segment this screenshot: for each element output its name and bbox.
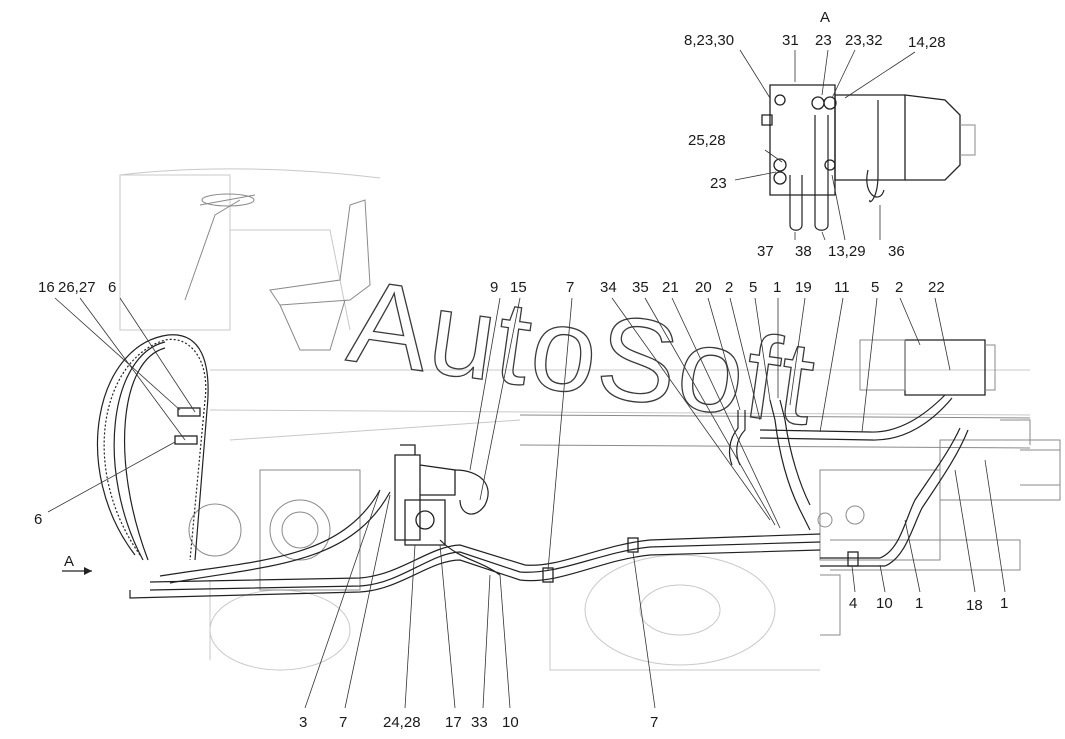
callout-inset: 23 xyxy=(710,175,727,192)
callout-right: 10 xyxy=(876,595,893,612)
callout-top: 1 xyxy=(773,279,781,296)
callout-bottom: 24,28 xyxy=(383,714,421,731)
view-arrow-a: A xyxy=(62,553,92,575)
callout-top: 2 xyxy=(895,279,903,296)
callout-right: 1 xyxy=(915,595,923,612)
callout-bottom: 33 xyxy=(471,714,488,731)
callout-right: 18 xyxy=(966,597,983,614)
view-arrow-label: A xyxy=(64,553,74,570)
callout-top: 34 xyxy=(600,279,617,296)
machine-outline xyxy=(119,168,1061,671)
control-valve-block xyxy=(394,444,456,546)
callout-top: 16 xyxy=(38,279,55,296)
callout-right: 1 xyxy=(1000,595,1008,612)
callout-bottom: 3 xyxy=(299,714,307,731)
callout-inset: 25,28 xyxy=(688,132,726,149)
inset-view-title: A xyxy=(820,9,830,26)
leader-lines xyxy=(47,49,1006,709)
callout-top: 21 xyxy=(662,279,679,296)
callout-labels: A 8,23,30 31 23 23,32 14,28 25,28 23 37 … xyxy=(34,9,1008,731)
callout-top: 20 xyxy=(695,279,712,296)
callout-inset: 31 xyxy=(782,32,799,49)
callout-inset: 13,29 xyxy=(828,243,866,260)
callout-top: 5 xyxy=(871,279,879,296)
callout-top: 2 xyxy=(725,279,733,296)
callout-bottom: 7 xyxy=(339,714,347,731)
callout-inset: 37 xyxy=(757,243,774,260)
callout-side: 6 xyxy=(34,511,42,528)
callout-top: 7 xyxy=(566,279,574,296)
callout-top: 9 xyxy=(490,279,498,296)
inset-view-a xyxy=(761,84,976,231)
hydraulic-hoses xyxy=(96,334,969,599)
callout-inset: 38 xyxy=(795,243,812,260)
callout-inset: 14,28 xyxy=(908,34,946,51)
callout-inset: 36 xyxy=(888,243,905,260)
callout-inset: 23 xyxy=(815,32,832,49)
callout-bottom: 7 xyxy=(650,714,658,731)
callout-inset: 23,32 xyxy=(845,32,883,49)
callout-top: 15 xyxy=(510,279,527,296)
callout-top: 19 xyxy=(795,279,812,296)
callout-top: 6 xyxy=(108,279,116,296)
callout-bottom: 17 xyxy=(445,714,462,731)
callout-inset: 8,23,30 xyxy=(684,32,734,49)
callout-top: 35 xyxy=(632,279,649,296)
callout-top: 22 xyxy=(928,279,945,296)
callout-top: 26,27 xyxy=(58,279,96,296)
callout-bottom: 10 xyxy=(502,714,519,731)
callout-right: 4 xyxy=(849,595,857,612)
callout-top: 5 xyxy=(749,279,757,296)
callout-top: 11 xyxy=(834,279,850,296)
